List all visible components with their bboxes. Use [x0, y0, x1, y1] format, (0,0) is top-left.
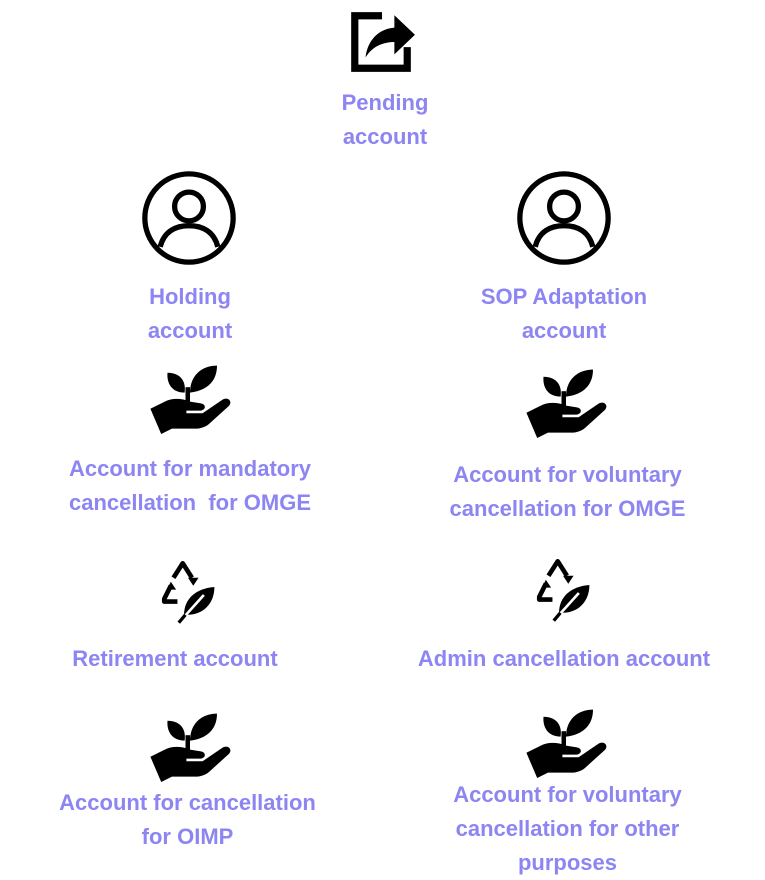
- node-label-mandatory-omge: Account for mandatory cancellation for O…: [15, 452, 365, 520]
- node-label-holding: Holding account: [90, 280, 290, 348]
- label-line: Admin cancellation account: [417, 646, 711, 671]
- node-label-retirement: Retirement account: [15, 642, 335, 676]
- label-line: cancellation for other: [455, 816, 680, 841]
- hand-plant-icon: [145, 710, 235, 782]
- label-line: cancellation for OMGE: [68, 490, 312, 515]
- label-line: Retirement account: [72, 646, 278, 671]
- label-line: account: [147, 318, 233, 343]
- hand-plant-icon: [521, 366, 611, 438]
- label-line: account: [342, 124, 428, 149]
- hand-plant-icon: [521, 706, 611, 778]
- node-label-admin-cancellation: Admin cancellation account: [368, 642, 760, 676]
- user-circle-icon: [516, 170, 612, 266]
- label-line: account: [521, 318, 607, 343]
- node-label-voluntary-omge: Account for voluntary cancellation for O…: [400, 458, 735, 526]
- label-line: Account for mandatory: [68, 456, 312, 481]
- recycle-leaf-icon: [155, 558, 221, 624]
- node-label-sop-adaptation: SOP Adaptation account: [444, 280, 684, 348]
- recycle-leaf-icon: [530, 556, 596, 622]
- label-line: Account for voluntary: [453, 782, 682, 807]
- label-line: Account for voluntary: [453, 462, 682, 487]
- share-icon: [345, 6, 417, 78]
- label-line: purposes: [517, 850, 618, 875]
- user-circle-icon: [141, 170, 237, 266]
- node-label-oimp: Account for cancellation for OIMP: [10, 786, 365, 854]
- label-line: for OIMP: [141, 824, 234, 849]
- label-line: Pending: [341, 90, 429, 115]
- label-line: Holding: [149, 284, 231, 309]
- node-label-pending: Pending account: [285, 86, 485, 154]
- label-line: Account for cancellation: [59, 790, 316, 815]
- label-line: SOP Adaptation: [480, 284, 648, 309]
- hand-plant-icon: [145, 362, 235, 434]
- label-line: cancellation for OMGE: [449, 496, 686, 521]
- node-label-voluntary-other: Account for voluntary cancellation for o…: [400, 778, 735, 880]
